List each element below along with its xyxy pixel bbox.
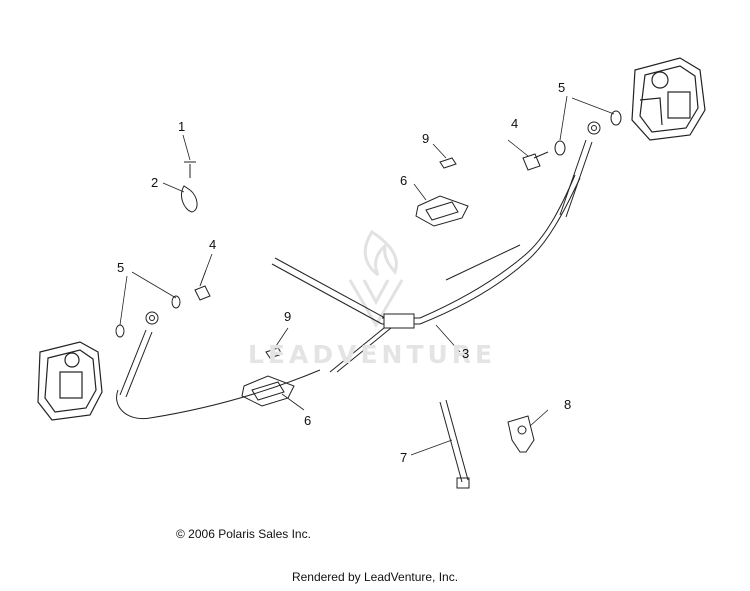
callout-5-left: 5 <box>117 260 125 275</box>
clip-and-screw <box>181 161 198 213</box>
callout-7: 7 <box>400 450 408 465</box>
callout-9-upper: 9 <box>422 131 430 146</box>
hose-clamps <box>241 195 469 407</box>
callout-5-right: 5 <box>558 80 566 95</box>
callout-6-lower: 6 <box>304 413 312 428</box>
callout-4-right: 4 <box>511 116 519 131</box>
callout-4-left: 4 <box>209 237 217 252</box>
cable-tie <box>439 399 470 489</box>
left-brake-hose <box>119 311 159 398</box>
callout-2: 2 <box>151 175 159 190</box>
tie-mount <box>507 415 535 453</box>
footer-text: Rendered by LeadVenture, Inc. <box>291 570 459 584</box>
callout-9-lower: 9 <box>284 309 292 324</box>
copyright-text: © 2006 Polaris Sales Inc. <box>176 527 311 541</box>
callout-3: 3 <box>462 346 470 361</box>
banjo-bolts <box>194 151 549 301</box>
callout-1: 1 <box>178 119 186 134</box>
callout-8: 8 <box>564 397 572 412</box>
watermark-logo <box>348 229 404 328</box>
callout-6-upper: 6 <box>400 173 408 188</box>
brake-line-3 <box>116 174 581 420</box>
crush-washers <box>115 110 622 338</box>
leader-lines <box>119 95 615 456</box>
left-brake-caliper <box>37 341 103 421</box>
right-brake-hose <box>559 121 601 218</box>
right-brake-caliper <box>631 57 706 141</box>
watermark-text: LEADVENTURE <box>248 340 497 369</box>
tee-fitting <box>383 313 415 329</box>
screws <box>265 157 457 359</box>
